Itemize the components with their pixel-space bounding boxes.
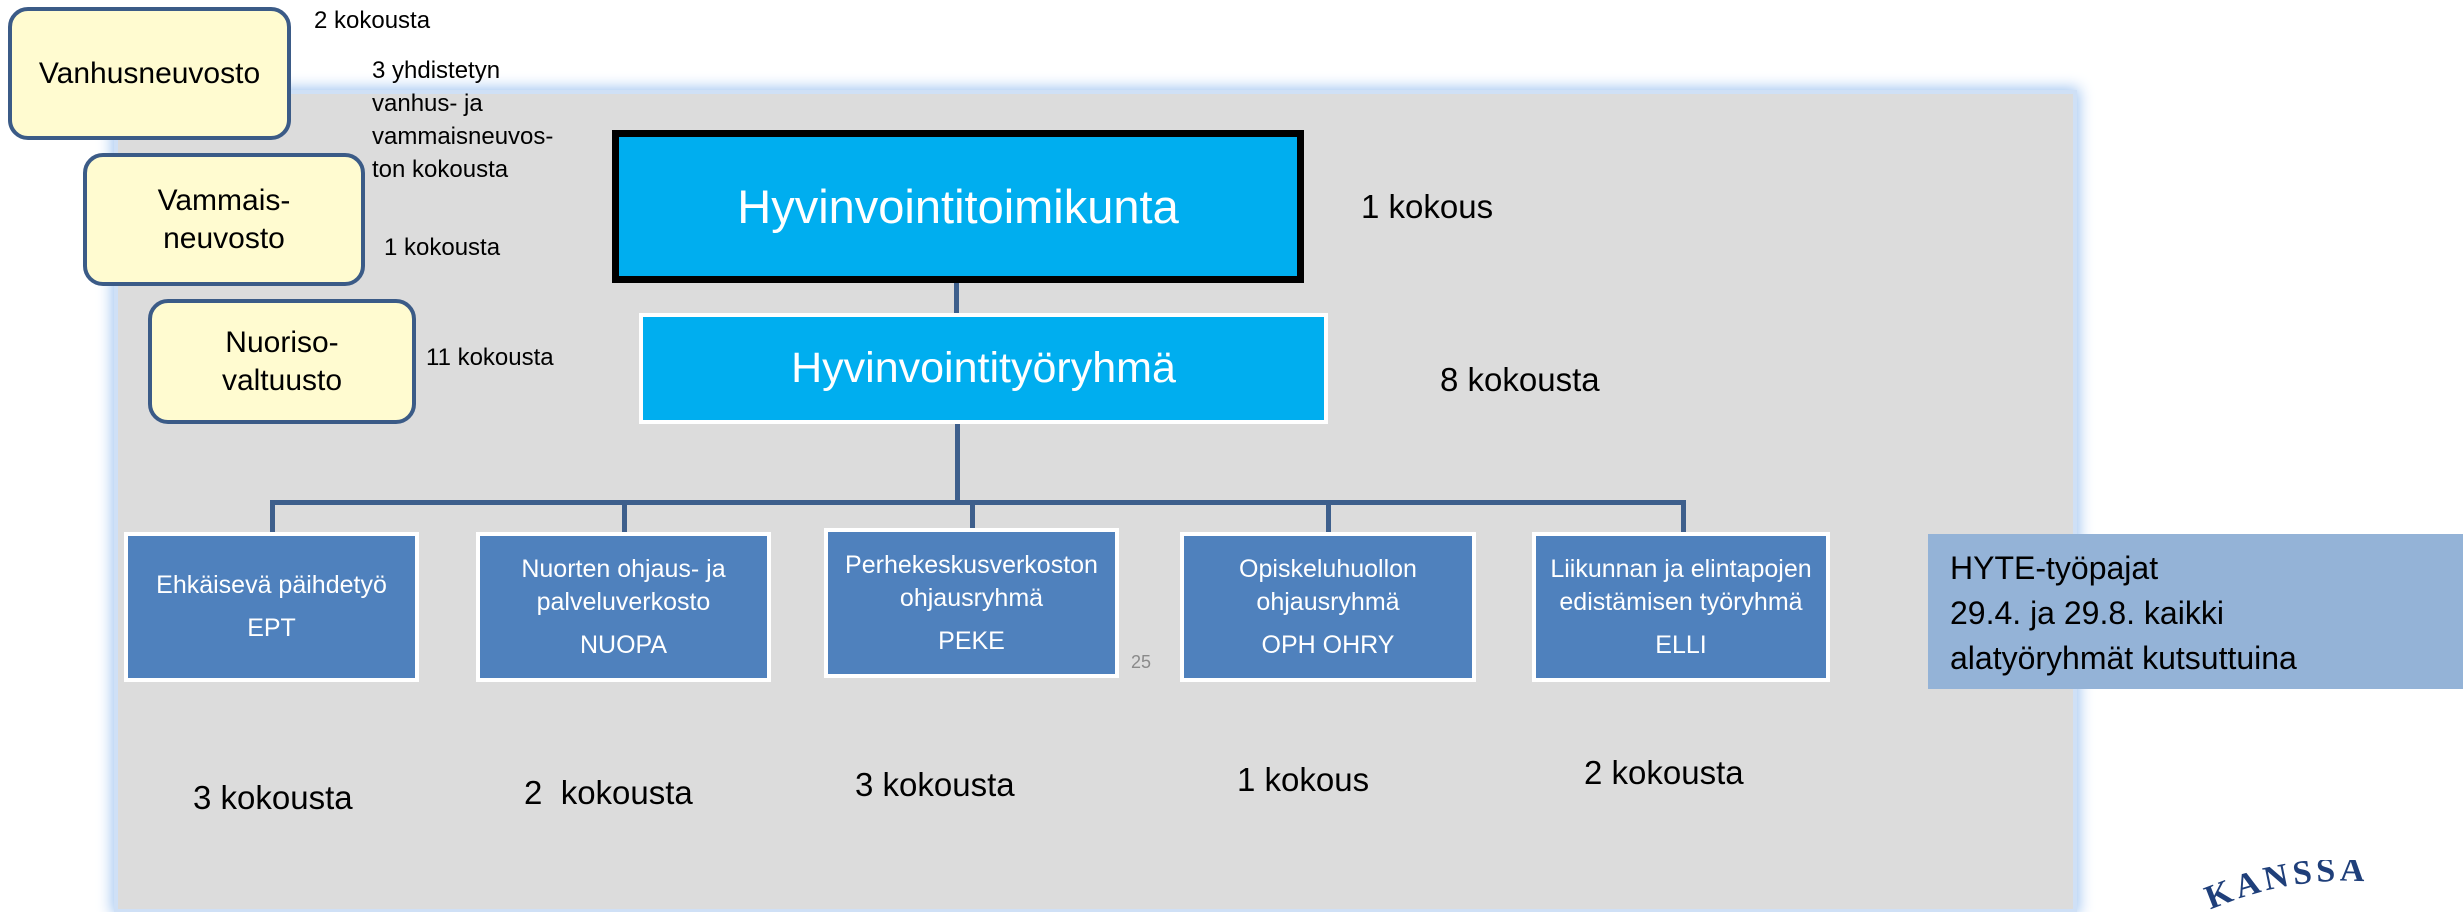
committee-box: Hyvinvointitoimikunta — [612, 130, 1304, 283]
connector-drop-ept — [270, 500, 275, 535]
council-vanhusneuvosto-meetings: 2 kokousta — [314, 7, 431, 34]
hyte-line-1: HYTE-työpajat — [1950, 550, 2159, 586]
connector-committee-to-working-group — [954, 278, 959, 315]
council-vammaisneuvosto: Vammais- neuvosto — [83, 153, 365, 286]
subgroup-ept: Ehkäisevä päihdetyö EPT — [124, 532, 419, 682]
page-number: 25 — [1131, 652, 1152, 672]
subgroup-elli-meetings: 2 kokousta — [1584, 754, 1744, 791]
council-nuorisovaltuusto-meetings: 11 kokousta — [426, 344, 554, 371]
council-vanhusneuvosto-label: Vanhusneuvosto — [38, 56, 261, 90]
connector-drop-nuopa — [622, 500, 627, 535]
hyte-line-2: 29.4. ja 29.8. kaikki — [1950, 595, 2224, 631]
council-nuorisovaltuusto: Nuoriso- valtuusto — [148, 299, 416, 424]
working-group-meetings: 8 kokousta — [1440, 361, 1600, 398]
subgroup-peke-abbr: PEKE — [938, 626, 1005, 655]
subgroup-oph-ohry-meetings: 1 kokous — [1237, 761, 1370, 798]
connector-horizontal-bus — [270, 500, 1686, 505]
subgroup-ept-meetings: 3 kokousta — [193, 779, 353, 816]
connector-drop-elli — [1681, 500, 1686, 535]
subgroup-ept-label: Ehkäisevä päihdetyö — [156, 571, 387, 599]
subgroup-ept-abbr: EPT — [247, 614, 296, 642]
subgroup-oph-ohry: Opiskeluhuollon ohjausryhmä OPH OHRY — [1180, 532, 1476, 682]
council-vammaisneuvosto-label: Vammais- neuvosto — [157, 183, 291, 255]
council-vammaisneuvosto-meetings: 1 kokousta — [384, 234, 501, 261]
subgroup-oph-ohry-abbr: OPH OHRY — [1261, 630, 1395, 659]
working-group-box: Hyvinvointityöryhmä — [639, 313, 1328, 424]
organization-logo: KANSSA — [2200, 860, 2369, 912]
combined-meetings-note: 3 yhdistetyn vanhus- ja vammaisneuvos- t… — [372, 57, 554, 183]
subgroup-nuopa-abbr: NUOPA — [579, 630, 668, 659]
subgroup-nuopa: Nuorten ohjaus- ja palveluverkosto NUOPA — [476, 532, 771, 682]
subgroup-nuopa-label: Nuorten ohjaus- ja palveluverkosto — [521, 554, 726, 616]
subgroup-peke-meetings: 3 kokousta — [855, 766, 1015, 803]
working-group-label: Hyvinvointityöryhmä — [791, 344, 1176, 392]
logo-text: KANSSA — [2200, 860, 2365, 912]
subgroup-oph-ohry-label: Opiskeluhuollon ohjausryhmä — [1239, 554, 1417, 616]
hyte-workshops-box: HYTE-työpajat 29.4. ja 29.8. kaikki alat… — [1928, 534, 2463, 689]
subgroup-nuopa-meetings: 2 kokousta — [524, 774, 693, 811]
committee-label: Hyvinvointitoimikunta — [737, 180, 1179, 233]
subgroup-elli-abbr: ELLI — [1655, 630, 1707, 659]
committee-meetings: 1 kokous — [1361, 188, 1494, 225]
subgroup-peke-label: Perhekeskusverkoston ohjausryhmä — [845, 550, 1098, 612]
subgroup-peke: Perhekeskusverkoston ohjausryhmä PEKE — [824, 528, 1119, 678]
subgroup-elli-label: Liikunnan ja elintapojen edistämisen työ… — [1550, 554, 1812, 616]
svg-text:KANSSA: KANSSA — [2200, 860, 2369, 912]
council-vanhusneuvosto: Vanhusneuvosto — [8, 7, 291, 140]
connector-drop-peke — [970, 500, 975, 530]
subgroup-elli: Liikunnan ja elintapojen edistämisen työ… — [1532, 532, 1830, 682]
council-nuorisovaltuusto-label: Nuoriso- valtuusto — [221, 325, 343, 397]
hyte-line-3: alatyöryhmät kutsuttuina — [1950, 640, 2297, 676]
connector-drop-oph — [1326, 500, 1331, 535]
connector-working-group-down — [955, 422, 960, 505]
